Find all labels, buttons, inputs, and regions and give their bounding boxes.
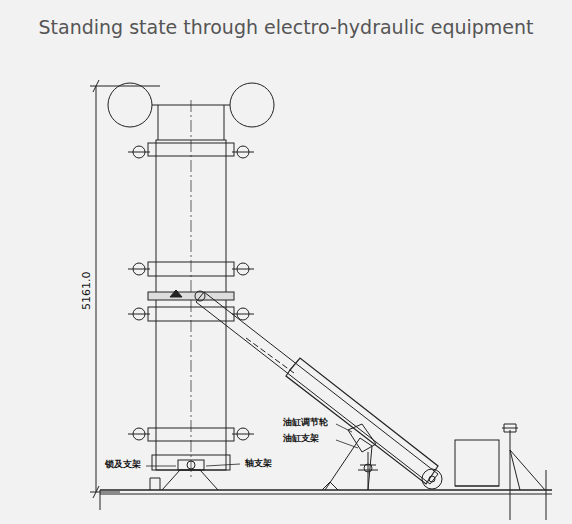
base-frame [100,460,552,510]
top-wheel [230,83,274,127]
pivot-mark [170,290,182,297]
lifting-lugs [128,146,254,440]
part-label: 锁及支架 [104,460,142,470]
part-label: 轴支架 [244,459,273,469]
hydraulic-cylinder [196,292,442,489]
extension-line [90,492,120,493]
center-line [191,100,192,480]
part-label: 油缸调节轮 [282,418,329,428]
flanges [148,143,234,470]
right-stand [502,424,546,520]
dimension-line [96,86,97,492]
control-box [455,440,499,486]
dimension-tick [93,80,99,498]
part-label: 油缸支架 [282,434,320,444]
extension-line [90,86,160,87]
control-box-base [455,486,499,487]
dimension-value: 5161.0 [80,272,93,311]
title: Standing state through electro-hydraulic… [0,16,572,38]
top-wheel [108,83,152,127]
cylinder-support [322,424,378,490]
